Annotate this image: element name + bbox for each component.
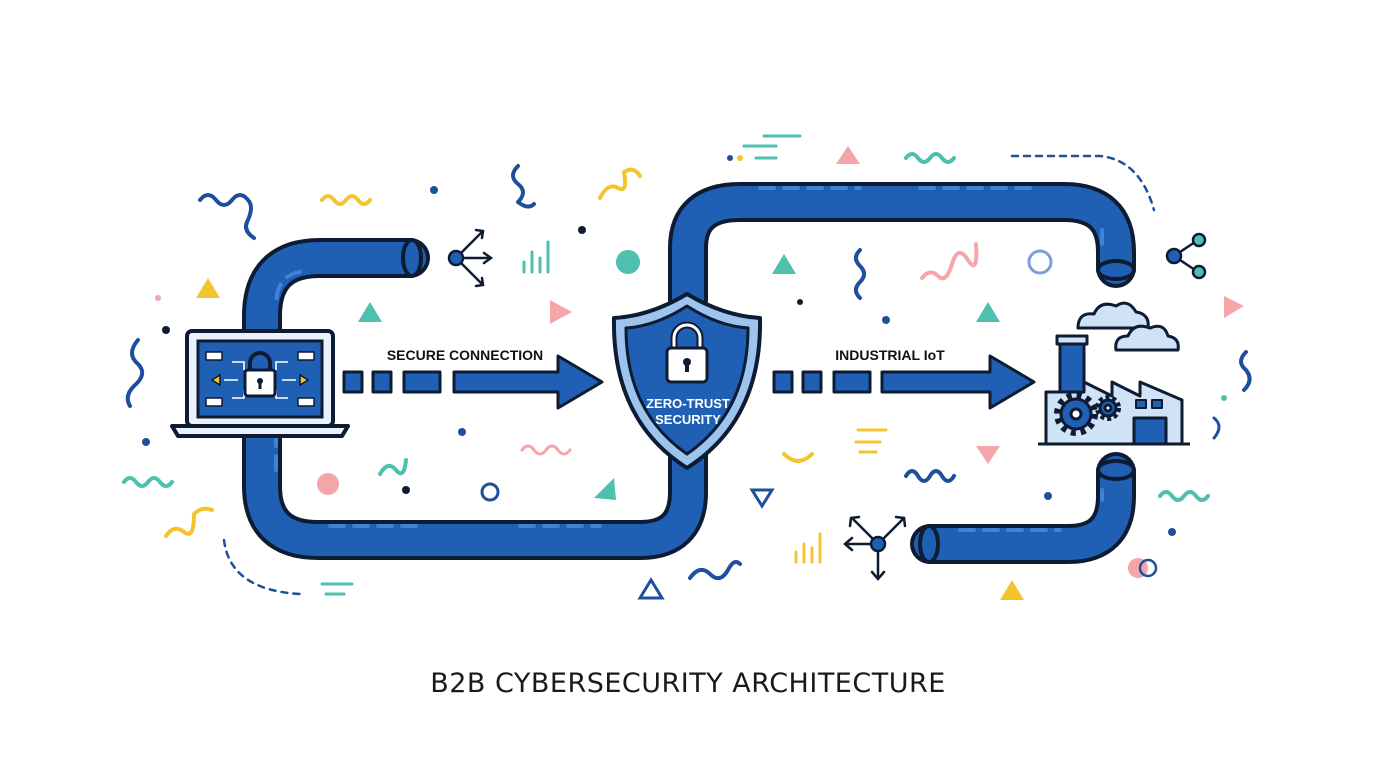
network-node-icon-top [447,228,494,288]
pipe-bottom-right [910,452,1136,564]
confetti-decoration [122,134,1252,596]
shield-label-line1: ZERO-TRUST [646,396,730,411]
pipe-top-cap [1096,259,1136,281]
network-node-icon-right [1165,232,1207,280]
arrow-industrial-iot [772,354,1036,410]
industrial-iot-label: INDUSTRIAL IoT [835,347,945,363]
pipe-top-loop [668,182,1136,320]
factory-gears-icon [1038,301,1190,446]
pipe-bottom-caps [918,459,1136,564]
laptop-lock-icon [170,329,350,438]
shield-lock-icon [611,292,763,470]
arrow-secure-connection [342,354,604,410]
network-node-icon-bottom [843,515,907,581]
secure-connection-label: SECURE CONNECTION [387,347,543,363]
diagram-caption: B2B CYBERSECURITY ARCHITECTURE [430,668,946,699]
pipe-left-cap [401,238,423,278]
shield-label-line2: SECURITY [655,412,721,427]
confetti-shapes [142,146,1244,600]
